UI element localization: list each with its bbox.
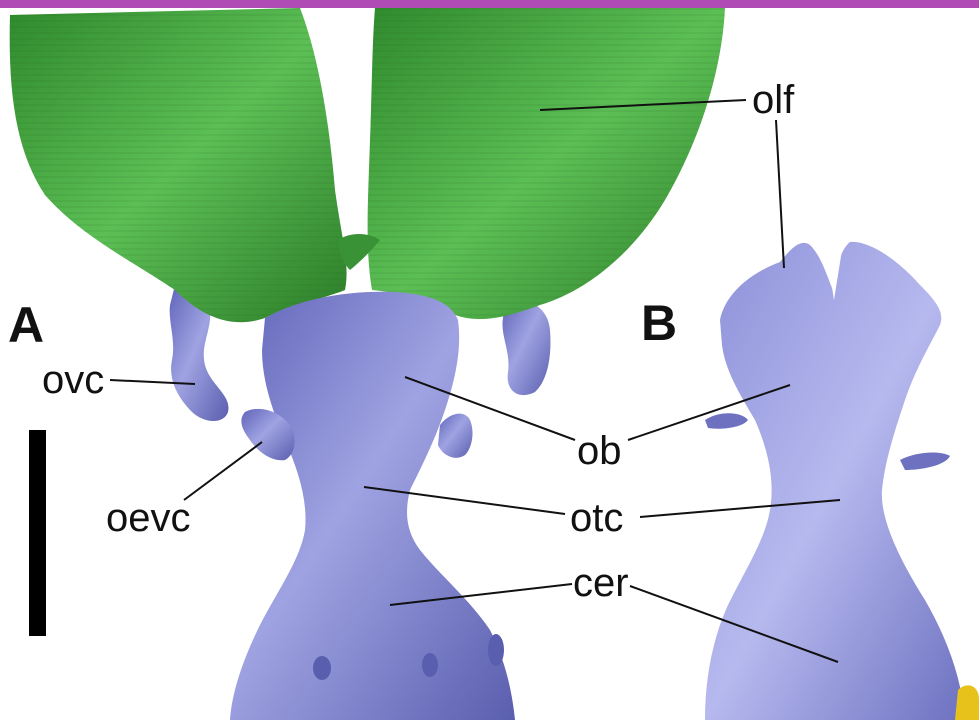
olf-leader-line <box>776 120 784 268</box>
panel-b-endocast <box>705 242 979 720</box>
yellow-fragment-shape <box>955 685 979 720</box>
panel-a-endocast <box>10 8 725 720</box>
knob-shape <box>488 634 504 666</box>
brain-body-a-shape <box>230 292 515 720</box>
label-otc: otc <box>570 496 623 540</box>
knob-shape <box>422 653 438 677</box>
panel-label-b: B <box>641 295 677 351</box>
label-cer: cer <box>573 561 629 605</box>
brain-body-b-shape <box>705 242 965 720</box>
label-olf: olf <box>752 78 795 122</box>
oevc-leader-line <box>184 442 262 500</box>
top-color-band <box>0 0 979 8</box>
left-process-b-shape <box>705 413 748 428</box>
label-ob: ob <box>577 429 622 473</box>
panel-label-a: A <box>8 297 44 353</box>
right-process-b-shape <box>900 453 950 470</box>
label-oevc: oevc <box>106 496 191 540</box>
label-ovc: ovc <box>42 358 104 402</box>
left-olfactory-lobe-texture <box>10 8 347 322</box>
knob-shape <box>313 656 331 680</box>
right-olfactory-lobe-texture <box>368 8 725 319</box>
right-process-a-shape <box>438 414 472 458</box>
scale-bar <box>29 430 46 636</box>
